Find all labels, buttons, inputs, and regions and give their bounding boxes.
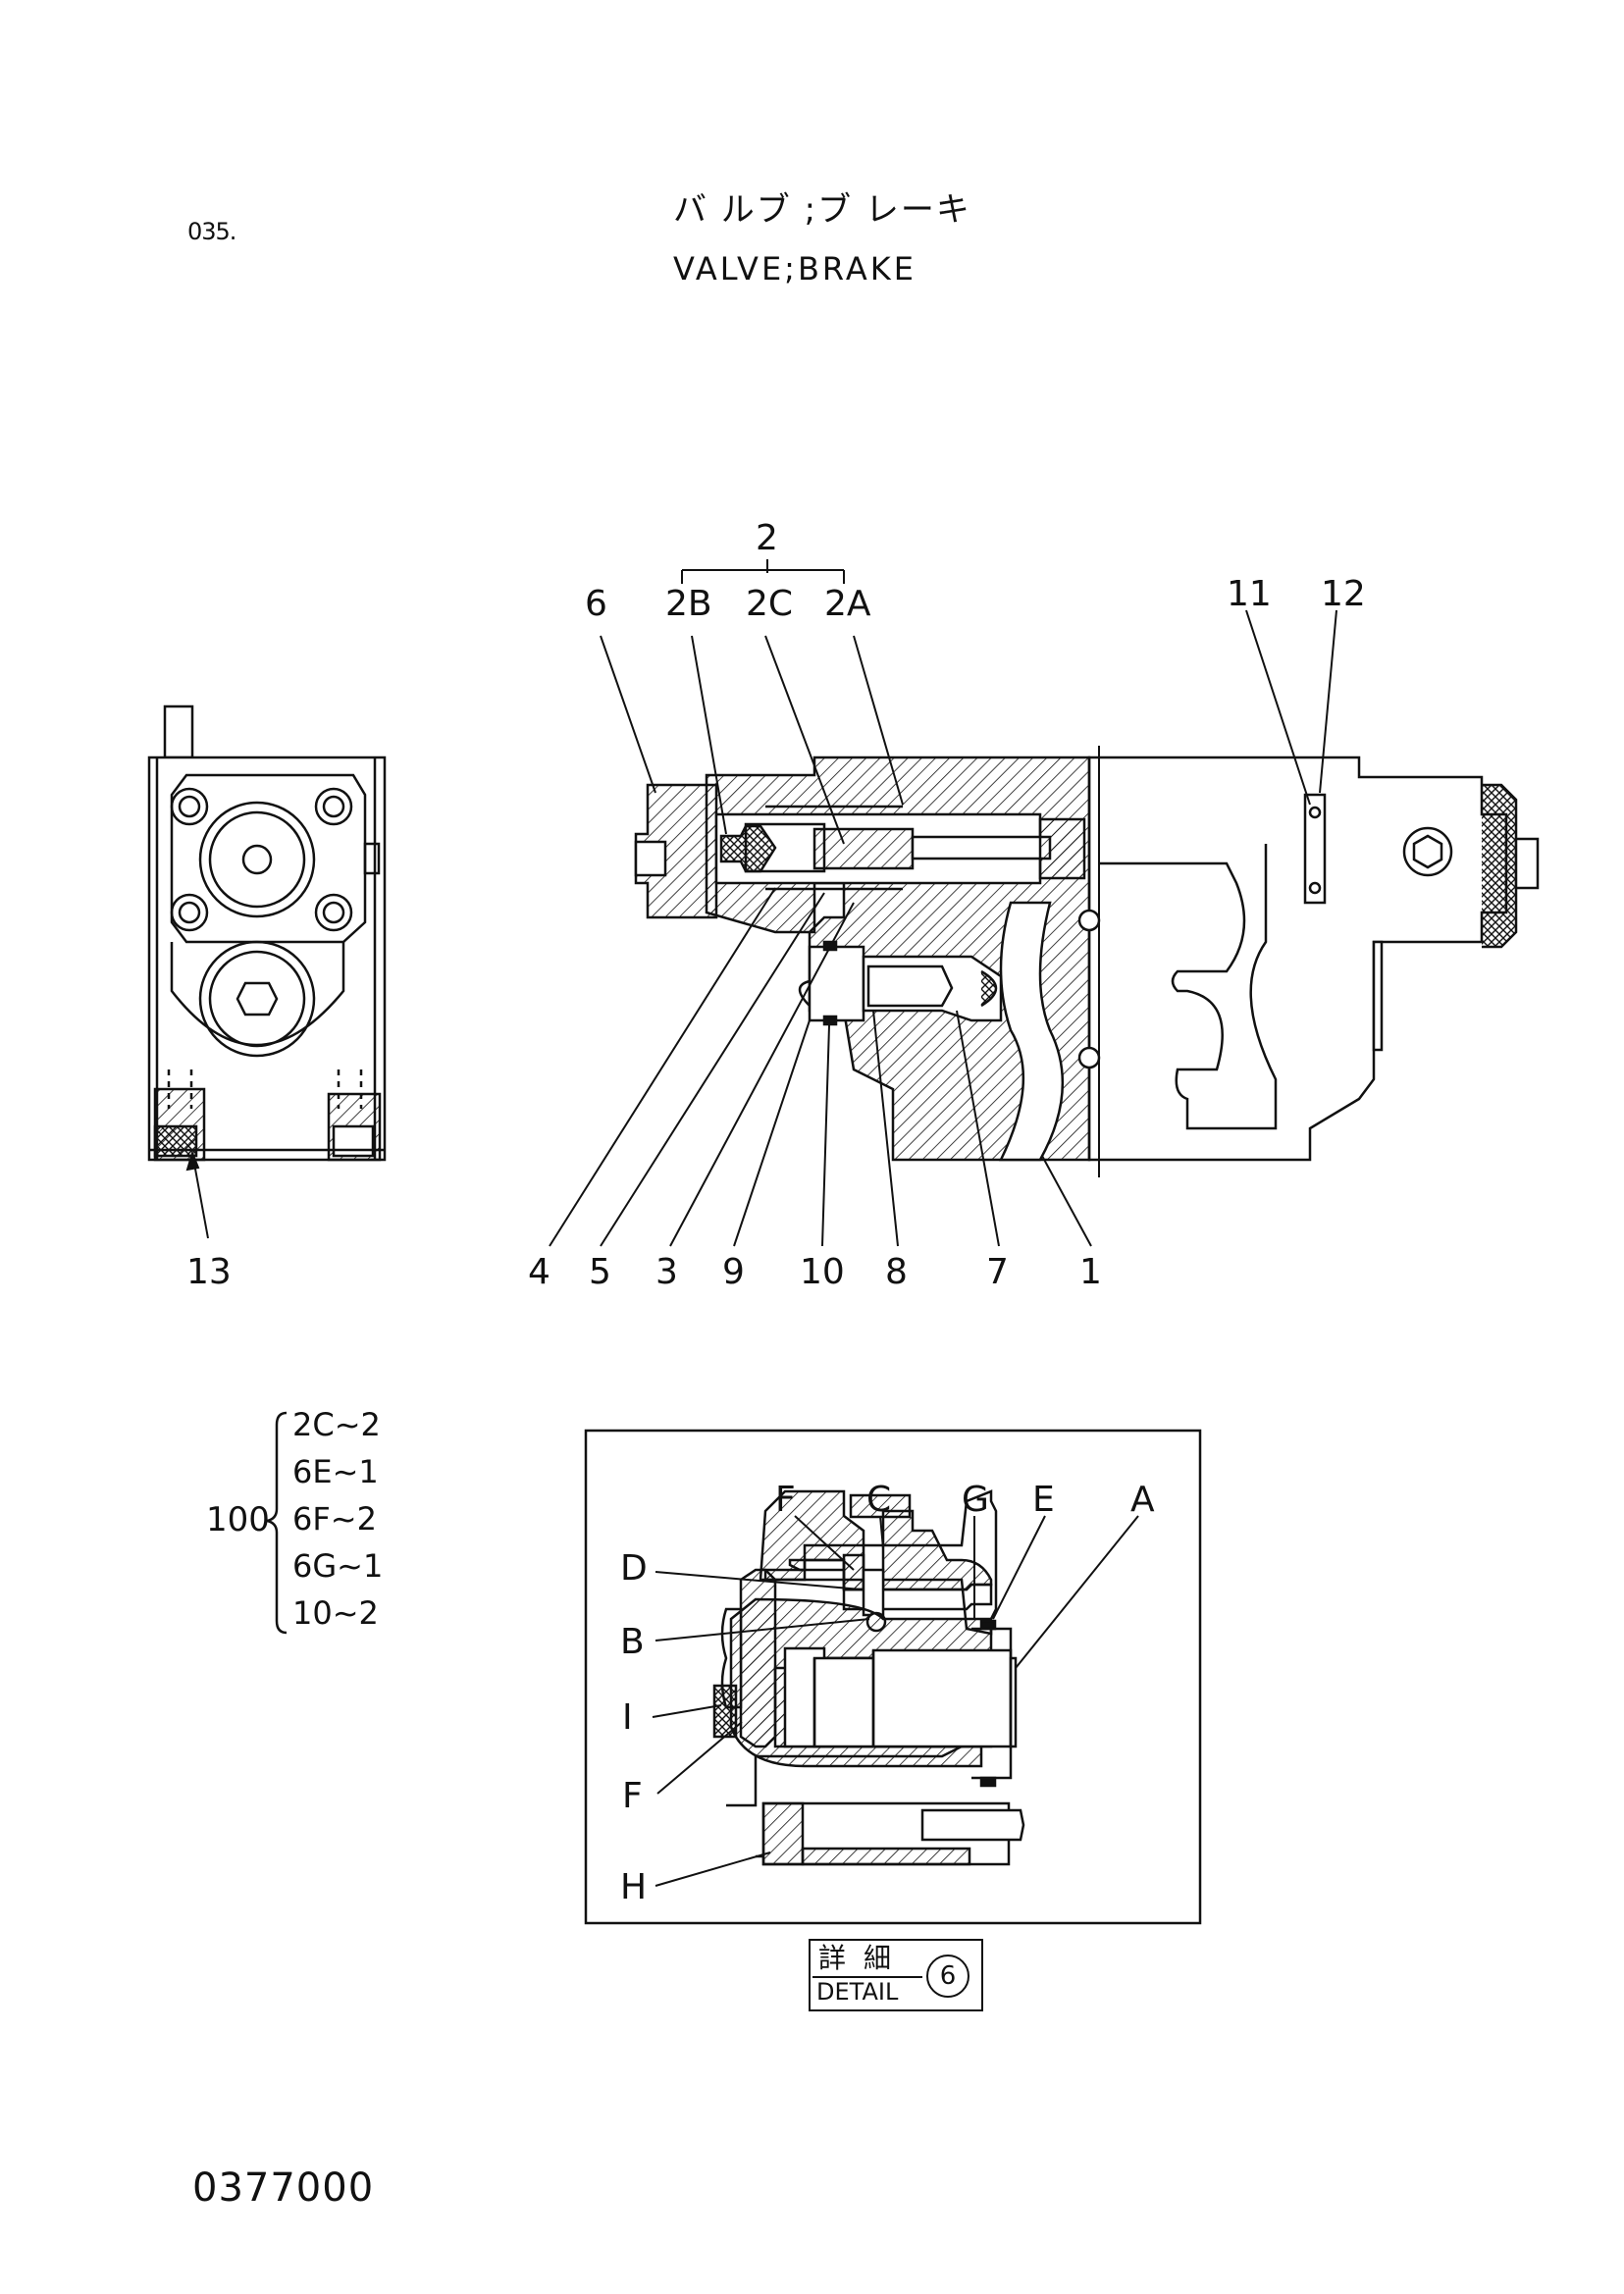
label-2: 2 bbox=[756, 518, 778, 558]
detail-label-b: B bbox=[620, 1622, 645, 1662]
label-5: 5 bbox=[589, 1252, 611, 1292]
detail-label-d: D bbox=[620, 1548, 648, 1589]
detail-label-a: A bbox=[1130, 1480, 1155, 1520]
detail-label-h: H bbox=[620, 1867, 647, 1907]
seal-kit-number: 100 bbox=[206, 1500, 270, 1539]
document-number: 0377000 bbox=[192, 2165, 375, 2211]
detail-label-f-top: F bbox=[775, 1480, 796, 1520]
label-3: 3 bbox=[655, 1252, 678, 1292]
label-13: 13 bbox=[186, 1252, 232, 1292]
side-view bbox=[147, 704, 387, 1162]
title-japanese: バ ルブ ;ブ レーキ bbox=[673, 190, 971, 230]
detail-label-i: I bbox=[622, 1697, 633, 1738]
label-10: 10 bbox=[800, 1252, 845, 1292]
label-6: 6 bbox=[585, 584, 607, 624]
label-2c: 2C bbox=[746, 584, 793, 624]
label-2b: 2B bbox=[665, 584, 712, 624]
detail-frame bbox=[584, 1429, 1202, 1925]
label-11: 11 bbox=[1227, 574, 1272, 614]
seal-kit-item: 6G~1 bbox=[292, 1547, 384, 1585]
detail-labels: F C G E A D B I F H bbox=[620, 1480, 1155, 1907]
detail-caption: 詳細 DETAIL 6 bbox=[809, 1939, 983, 2011]
detail-label-c: C bbox=[866, 1480, 891, 1520]
label-1: 1 bbox=[1079, 1252, 1102, 1292]
detail-label-g: G bbox=[962, 1480, 989, 1520]
leader-13 bbox=[185, 1149, 209, 1239]
detail-reference-circle: 6 bbox=[926, 1955, 969, 1998]
detail-leaders bbox=[652, 1515, 1139, 1887]
label-4: 4 bbox=[528, 1252, 550, 1292]
detail-label-e: E bbox=[1032, 1480, 1055, 1520]
detail-caption-rule bbox=[812, 1976, 922, 1978]
label-2a: 2A bbox=[824, 584, 871, 624]
seal-kit-item: 2C~2 bbox=[292, 1406, 381, 1443]
label-8: 8 bbox=[885, 1252, 908, 1292]
detail-caption-jp: 詳細 bbox=[818, 1942, 910, 1974]
seal-kit-item: 10~2 bbox=[292, 1594, 379, 1632]
seal-kit-item: 6E~1 bbox=[292, 1453, 379, 1490]
main-view-leaders bbox=[549, 559, 1337, 1247]
page-code: 035. bbox=[187, 218, 236, 245]
main-view-labels: 2 2B 2C 2A 6 11 12 4 5 3 9 10 8 7 1 13 bbox=[186, 518, 1366, 1292]
title-english: VALVE;BRAKE bbox=[673, 250, 917, 287]
label-12: 12 bbox=[1321, 574, 1366, 614]
detail-body bbox=[712, 1489, 1025, 1866]
detail-label-f-bottom: F bbox=[622, 1776, 643, 1816]
label-7: 7 bbox=[986, 1252, 1009, 1292]
main-section-view bbox=[634, 746, 1540, 1177]
seal-kit-item: 6F~2 bbox=[292, 1500, 377, 1538]
seal-kit-brace bbox=[266, 1411, 288, 1635]
detail-caption-en: DETAIL bbox=[816, 1978, 899, 2006]
label-9: 9 bbox=[722, 1252, 745, 1292]
